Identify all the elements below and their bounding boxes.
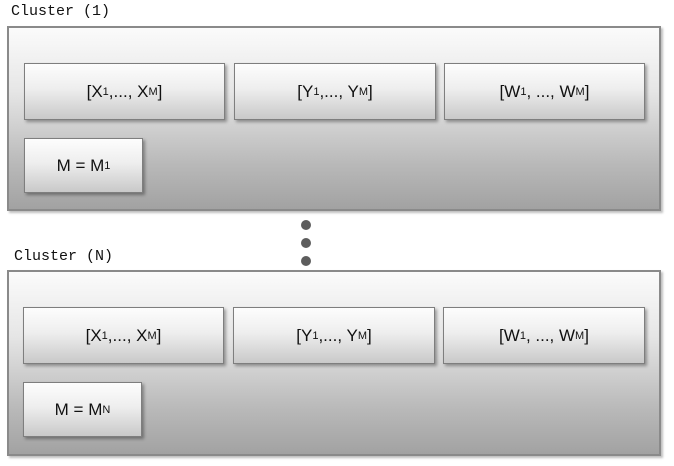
ellipsis-dot-1 bbox=[301, 220, 311, 230]
ellipsis-dot-2 bbox=[301, 238, 311, 248]
cluster-n-title: Cluster (N) bbox=[14, 248, 114, 265]
ellipsis-dot-3 bbox=[301, 256, 311, 266]
cluster-1-title: Cluster (1) bbox=[11, 3, 111, 20]
